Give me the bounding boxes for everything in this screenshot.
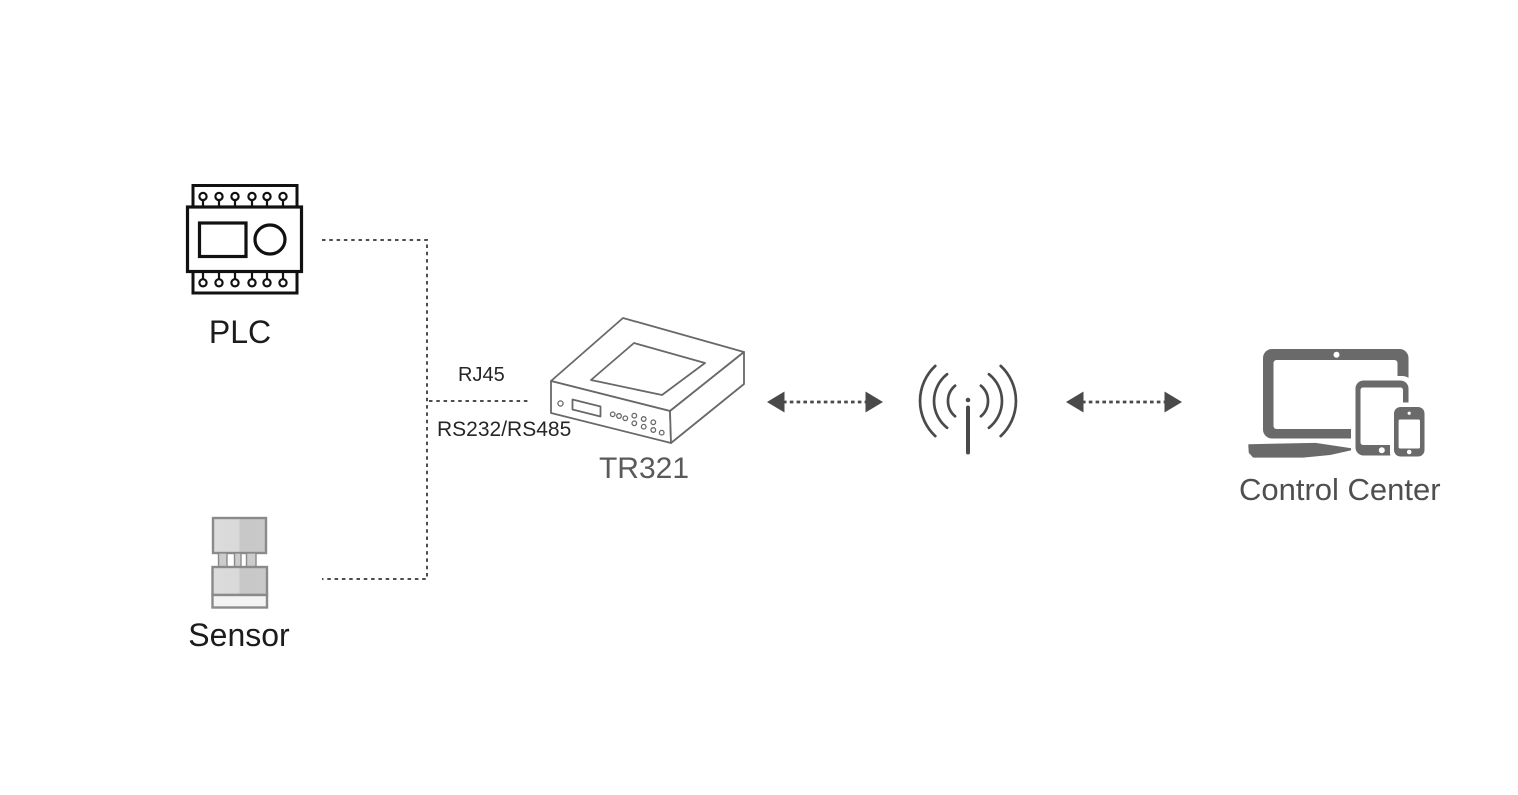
control-center-label: Control Center: [1239, 472, 1441, 507]
plc-label: PLC: [208, 314, 272, 350]
sensor-label: Sensor: [188, 617, 290, 653]
plc-icon: [185, 184, 304, 295]
dashed-double-arrow-icon: [767, 391, 883, 413]
rj45-link-label: RJ45: [458, 364, 505, 386]
tr321-label: TR321: [598, 452, 690, 485]
dashed-double-arrow-icon: [1066, 391, 1182, 413]
tr321-router-3d-icon: [550, 317, 745, 444]
serial-link-label: RS232/RS485: [437, 418, 572, 441]
antenna-radio-waves-icon: [918, 364, 1018, 455]
sensor-icon: [211, 516, 269, 609]
laptop-tablet-phone-icon: [1248, 349, 1429, 462]
